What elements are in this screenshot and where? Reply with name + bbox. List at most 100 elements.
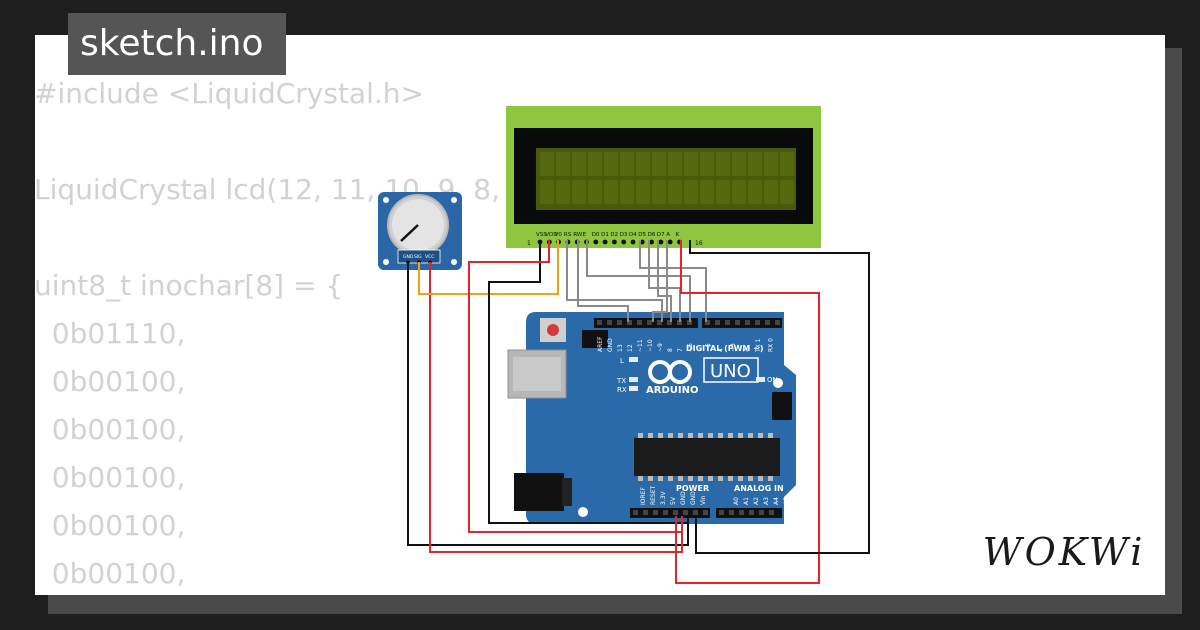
lcd-cell: [604, 152, 618, 176]
chip-leg: [678, 433, 683, 438]
chip-leg: [718, 433, 723, 438]
analog-pin-label: A4: [773, 497, 780, 505]
header-pin: [687, 320, 692, 325]
analog-pin-label: A2: [753, 497, 760, 505]
wire-vdd: [468, 240, 683, 533]
lcd-cell: [732, 180, 746, 204]
power-pin-label: 5V: [670, 496, 677, 505]
digital-pin-label: AREF: [597, 336, 604, 352]
power-pin-label: GND: [690, 491, 697, 505]
wire-backlight-a: [675, 240, 820, 584]
analog-pin-label: A3: [763, 497, 770, 505]
analog-pin-label: A1: [743, 497, 750, 505]
lcd-cell: [540, 152, 554, 176]
uno-model: UNO: [710, 361, 751, 382]
power-header-label: POWER: [676, 484, 709, 493]
chip-leg: [688, 433, 693, 438]
lcd-pin-label: D6: [648, 232, 656, 238]
chip-leg: [738, 476, 743, 481]
chip-leg: [658, 433, 663, 438]
chip-leg: [698, 476, 703, 481]
chip-leg: [638, 476, 643, 481]
analog-header-label: ANALOG IN: [734, 484, 784, 493]
code-line: #include <LiquidCrystal.h>: [34, 77, 424, 110]
digital-pin-label: TX 1: [755, 338, 762, 353]
analog-pin-label: A0: [733, 497, 740, 505]
lcd-pin: [621, 239, 627, 245]
lcd-cell: [572, 152, 586, 176]
chip-leg: [718, 476, 723, 481]
wokwi-logo: WOKWi: [978, 528, 1150, 576]
lcd-cell: [652, 180, 666, 204]
chip-leg: [708, 433, 713, 438]
header-pin: [653, 510, 658, 515]
digital-pin-label: 8: [667, 348, 674, 352]
digital-pin-label: 2: [743, 348, 750, 352]
chip-leg: [668, 433, 673, 438]
mounting-hole: [773, 378, 783, 388]
chip-leg: [648, 433, 653, 438]
lcd-cell: [572, 180, 586, 204]
chip-leg: [678, 476, 683, 481]
lcd-cell: [780, 152, 794, 176]
usb-port-inner: [513, 357, 561, 391]
wire-e: [586, 240, 691, 322]
file-tab[interactable]: sketch.ino: [68, 13, 286, 75]
arduino-brand: ARDUINO: [646, 385, 698, 396]
pot-hole: [383, 259, 389, 265]
code-line: 0b00100,: [34, 509, 186, 542]
chip-leg: [748, 476, 753, 481]
chip-legs: [638, 433, 773, 481]
header-pin: [683, 510, 688, 515]
lcd-cell: [732, 152, 746, 176]
led-l-label: L: [620, 357, 624, 365]
chip-leg: [728, 476, 733, 481]
board-leds: L TX RX ON: [616, 357, 778, 394]
wire-d6: [657, 240, 672, 322]
wire-pot-gnd: [407, 262, 689, 546]
arduino-logo: ARDUINO UNO: [646, 357, 759, 396]
lcd-pin: [649, 239, 654, 245]
chip-leg: [728, 433, 733, 438]
lcd-pin-label: D2: [610, 232, 618, 238]
code-line: 0b01110,: [34, 317, 186, 350]
header-pin: [627, 320, 632, 325]
lcd-pin-label: D7: [657, 232, 665, 238]
led-rx-label: RX: [617, 386, 627, 394]
header-pin: [755, 320, 760, 325]
power-jack: [514, 473, 564, 511]
wire-d5: [648, 240, 681, 322]
lcd-cell: [748, 152, 762, 176]
header-pin: [673, 510, 678, 515]
digital-pin-label: RX 0: [768, 338, 775, 352]
chip-leg: [688, 476, 693, 481]
icsp-header-side: [772, 392, 792, 420]
lcd-cell: [668, 152, 682, 176]
lcd-pin-label: D0: [592, 232, 600, 238]
header-pin: [677, 320, 682, 325]
analog-pin-label: A5: [783, 497, 790, 505]
header-pin: [775, 320, 780, 325]
wire-backlight-k: [689, 240, 870, 554]
lcd-pin: [612, 239, 617, 245]
chip-leg: [658, 476, 663, 481]
reset-button-cap: [547, 324, 559, 336]
digital-pin-label: ~10: [647, 339, 654, 352]
lcd-cell: [764, 180, 778, 204]
uno-badge: [703, 357, 759, 383]
header-pin: [705, 320, 710, 325]
header-pin: [647, 320, 652, 325]
header-pin: [759, 510, 764, 515]
header-pin: [657, 320, 662, 325]
digital-header-label: DIGITAL (PWM ~): [686, 344, 764, 353]
power-pin-label: RESET: [650, 485, 657, 505]
lcd-pin: [658, 239, 664, 245]
lcd-pin-label: D4: [629, 232, 637, 238]
lcd-pin: [667, 239, 673, 245]
lcd-pin-label: D3: [620, 232, 628, 238]
